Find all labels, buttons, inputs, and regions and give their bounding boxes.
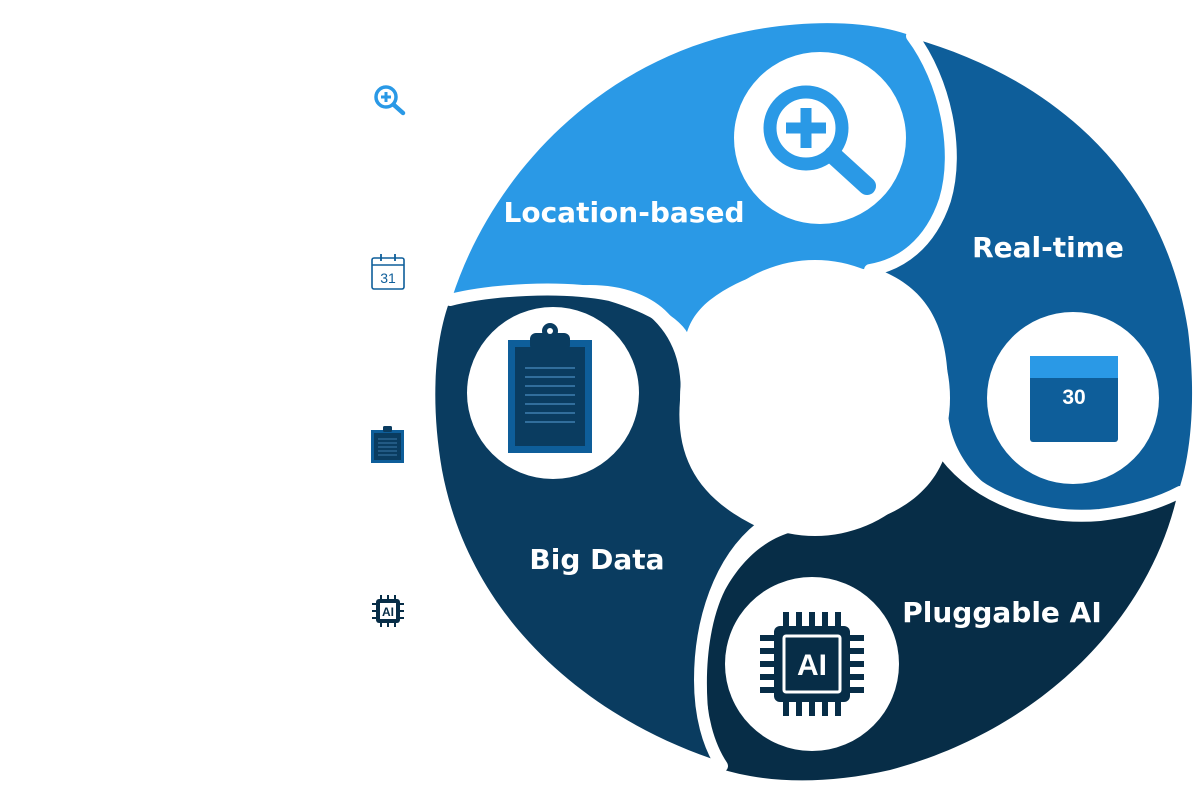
- ai-chip-icon: AI: [760, 612, 864, 716]
- label-big-data: Big Data: [529, 543, 664, 576]
- center-hole: [680, 260, 950, 536]
- label-pluggable-ai: Pluggable AI: [902, 596, 1102, 629]
- badge-location: [734, 52, 906, 224]
- segment-dividers: [444, 30, 1186, 772]
- legend-calendar-text: 31: [380, 270, 396, 286]
- legend-clipboard-icon: [371, 426, 404, 463]
- label-real-time: Real-time: [972, 231, 1124, 264]
- zoom-in-icon: [763, 85, 876, 195]
- legend-ai-chip-icon: AI: [372, 595, 404, 627]
- legend-ai-text: AI: [382, 605, 394, 619]
- ai-chip-icon-text: AI: [797, 649, 827, 682]
- label-location-based: Location-based: [504, 196, 745, 229]
- legend-icons: 31 AI: [371, 85, 406, 627]
- legend-zoom-in-icon: [374, 85, 406, 116]
- legend-calendar-icon: 31: [371, 254, 405, 290]
- calendar-icon: 30: [1030, 356, 1118, 442]
- clipboard-icon: [508, 323, 592, 453]
- calendar-icon-text: 30: [1062, 386, 1085, 409]
